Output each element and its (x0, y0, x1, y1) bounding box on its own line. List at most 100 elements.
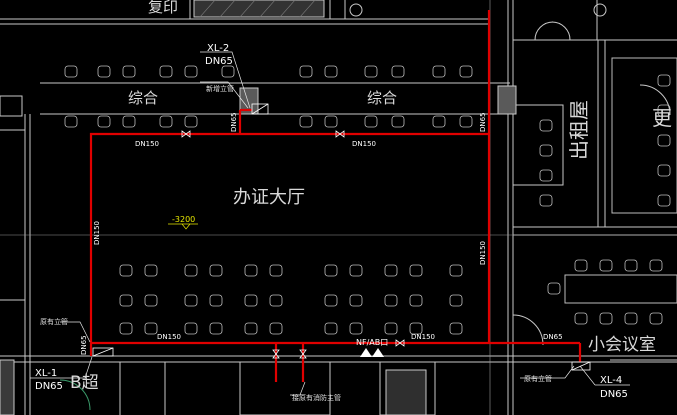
room-zonghe-right: 综合 (367, 89, 397, 107)
chair (144, 264, 158, 277)
room-rental: 出租屋 (567, 100, 591, 160)
elevation-label: -3200 (172, 215, 195, 224)
chair (649, 312, 663, 325)
room-b-super: B超 (70, 373, 99, 393)
chair (432, 65, 446, 78)
chair (122, 115, 136, 128)
chair (221, 65, 235, 78)
chair (64, 115, 78, 128)
chair (349, 322, 363, 335)
chair (409, 322, 423, 335)
chair (244, 294, 258, 307)
chair (391, 65, 405, 78)
chair (184, 115, 198, 128)
riser-xl1-tag: XL-1 (35, 368, 57, 379)
pipe-size-riser-right: DN65 (479, 112, 487, 132)
riser-xl2-tag: XL-2 (207, 43, 229, 54)
furniture-layer (64, 65, 671, 335)
chair (324, 65, 338, 78)
chair (184, 294, 198, 307)
chair (184, 65, 198, 78)
chair (391, 115, 405, 128)
chair (269, 264, 283, 277)
riser-xl2-size: DN65 (205, 56, 233, 67)
riser-label-left: 原有立管 (40, 317, 68, 326)
chair (384, 294, 398, 307)
room-print: 复印 (148, 0, 178, 16)
pipe-valves (181, 130, 405, 359)
chair (384, 322, 398, 335)
riser-xl4-tag: XL-4 (600, 375, 622, 386)
riser-label-right: 原有立管 (524, 374, 552, 383)
chair (159, 115, 173, 128)
pipe-size-top-left: DN150 (135, 140, 159, 148)
chair (657, 164, 671, 177)
meeting-tables (564, 57, 677, 304)
room-small-meeting: 小会议室 (588, 335, 656, 355)
chair (624, 259, 638, 272)
chair (184, 322, 198, 335)
chair (119, 264, 133, 277)
doors (59, 21, 671, 411)
room-partial-right: 更 (652, 106, 672, 130)
pipe-size-left-vertical: DN150 (93, 221, 101, 245)
chair (299, 65, 313, 78)
pipe-size-riser-left: DN65 (80, 335, 88, 355)
chair (599, 312, 613, 325)
chair (624, 312, 638, 325)
chair (324, 115, 338, 128)
pipe-size-bottom-left: DN150 (157, 333, 181, 341)
chair (159, 65, 173, 78)
valve-label: NF/AB口 (356, 338, 388, 347)
chair (144, 294, 158, 307)
chair (364, 65, 378, 78)
room-zonghe-left: 综合 (128, 89, 158, 107)
chair (547, 282, 561, 295)
chair (119, 294, 133, 307)
chair (649, 259, 663, 272)
chair (449, 322, 463, 335)
room-main-hall: 办证大厅 (233, 187, 305, 208)
riser-xl1-size: DN65 (35, 381, 63, 392)
chair (119, 322, 133, 335)
chair (184, 264, 198, 277)
chair (459, 65, 473, 78)
chair (144, 322, 158, 335)
chair (324, 294, 338, 307)
chair (539, 144, 553, 157)
chair (299, 115, 313, 128)
chair (657, 194, 671, 207)
chair (574, 259, 588, 272)
pipe-size-bottom-right: DN65 (543, 333, 563, 341)
pipe-size-right-vertical: DN150 (479, 241, 487, 265)
chair (244, 322, 258, 335)
chair (599, 259, 613, 272)
elevation-mark (168, 223, 198, 230)
chair (384, 264, 398, 277)
chair (324, 322, 338, 335)
valve-markers (360, 348, 384, 357)
leader-lines (30, 51, 630, 396)
pipe-size-riser-top: DN65 (230, 112, 238, 132)
print-room-panel (193, 0, 607, 18)
connect-main-label: 接原有消防主管 (292, 393, 341, 402)
columns (0, 85, 517, 415)
chair (269, 322, 283, 335)
chair (539, 169, 553, 182)
labels: 复印 综合 综合 办证大厅 出租屋 更 小会议室 B超 XL-2 DN65 XL… (35, 0, 672, 402)
chair (539, 119, 553, 132)
chair (349, 294, 363, 307)
chair (64, 65, 78, 78)
chair (449, 264, 463, 277)
chair (449, 294, 463, 307)
riser-symbols (92, 103, 591, 371)
chair (459, 115, 473, 128)
chair (209, 294, 223, 307)
chair (409, 264, 423, 277)
chair (349, 264, 363, 277)
pipe-size-bottom-mid: DN150 (411, 333, 435, 341)
chair (657, 134, 671, 147)
chair (244, 264, 258, 277)
